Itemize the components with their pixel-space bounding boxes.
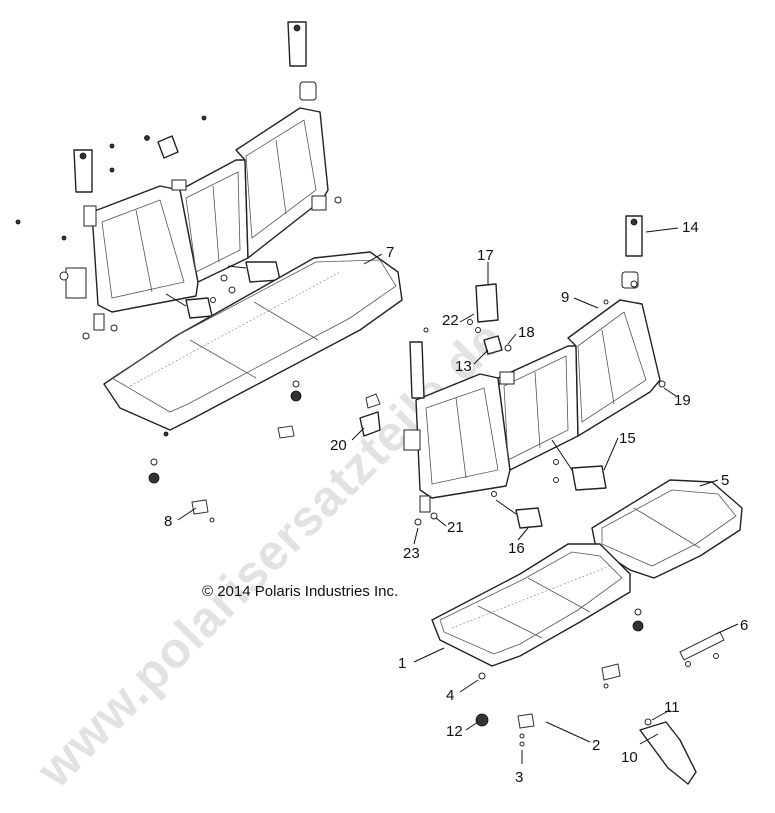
callout-22: 22 — [442, 312, 459, 329]
rear-floor-bracket-b — [191, 499, 209, 515]
rear-hinge-left — [93, 313, 105, 331]
callout-8: 8 — [164, 513, 172, 530]
part-1-seat-cushion — [431, 543, 644, 667]
middle-seat-belts — [491, 439, 607, 529]
part-14-headrest-shell — [625, 215, 643, 257]
middle-hinge-left — [419, 495, 431, 513]
rear-cushion-outline — [103, 251, 403, 431]
callout-7: 7 — [386, 244, 394, 261]
rear-small-hardware — [15, 115, 342, 340]
rear-headrest-latch-left — [83, 205, 97, 227]
part-10-trim — [639, 721, 697, 785]
watermark: www.polarisersatzteile.de — [25, 310, 514, 799]
rear-seat-cushion — [103, 251, 403, 431]
callout-12: 12 — [446, 723, 463, 740]
middle-backrest-right — [567, 299, 661, 437]
callout-15: 15 — [619, 430, 636, 447]
callout-1: 1 — [398, 655, 406, 672]
callout-numbers: 1 2 3 4 5 6 7 8 9 10 11 12 13 14 15 16 1… — [164, 219, 748, 786]
callout-11: 11 — [664, 699, 680, 716]
rear-belt-retractor — [245, 261, 281, 283]
callout-9: 9 — [561, 289, 569, 306]
rear-latch-center — [171, 179, 187, 191]
callout-6: 6 — [740, 617, 748, 634]
part-4-fastener — [478, 672, 486, 680]
part-3-screw — [519, 733, 525, 739]
rear-latch-top — [299, 81, 317, 101]
rear-headrest-shells — [73, 21, 307, 193]
part-19-nut — [658, 380, 666, 388]
callout-leaders — [177, 227, 739, 764]
callout-14: 14 — [682, 219, 699, 236]
rear-cushion-hardware — [148, 380, 381, 515]
part-15-belt-retractor — [571, 465, 607, 491]
callout-16: 16 — [508, 540, 525, 557]
part-16-belt-buckle — [515, 507, 543, 529]
callout-20: 20 — [330, 437, 347, 454]
callout-5: 5 — [721, 472, 729, 489]
part-13-bracket — [483, 335, 503, 355]
middle-mount-bracket — [403, 429, 421, 451]
front-hardware — [163, 431, 725, 785]
callout-4: 4 — [446, 687, 454, 704]
middle-small-parts — [409, 215, 666, 526]
part-2-bracket — [517, 713, 535, 729]
rear-belt-buckle — [185, 297, 213, 319]
callout-19: 19 — [674, 392, 691, 409]
callout-21: 21 — [447, 519, 464, 536]
callout-10: 10 — [621, 749, 638, 766]
rear-hinge-bracket — [157, 135, 179, 159]
seat-cushion-1-outline — [431, 543, 631, 667]
middle-headrest-post — [409, 341, 425, 399]
part-17-belt-guide — [475, 283, 499, 323]
part-21-fastener — [430, 512, 438, 520]
callout-13: 13 — [455, 358, 472, 375]
rear-seat-back-assembly — [65, 81, 329, 331]
rear-hinge-right — [311, 195, 327, 211]
callout-17: 17 — [477, 247, 494, 264]
middle-seat-back-assembly — [403, 271, 661, 513]
callout-23: 23 — [403, 545, 420, 562]
part-23-fastener — [414, 518, 422, 526]
copyright-notice: © 2014 Polaris Industries Inc. — [202, 583, 398, 600]
callout-2: 2 — [592, 737, 600, 754]
rear-backrest-left — [91, 185, 199, 313]
part-12-nut — [475, 713, 489, 727]
rear-headrest-shell-left — [73, 149, 93, 193]
rear-bracket-c — [365, 393, 381, 409]
middle-latch-center — [499, 371, 515, 385]
callout-3: 3 — [515, 769, 523, 786]
part-11-clip — [644, 718, 652, 726]
rear-floor-bracket-a — [277, 425, 295, 439]
rear-headrest-shell-right — [287, 21, 307, 67]
rear-mount-bracket — [65, 267, 87, 299]
front-floor-bracket — [601, 663, 621, 681]
part-6-rail — [679, 631, 725, 661]
callout-18: 18 — [518, 324, 535, 341]
